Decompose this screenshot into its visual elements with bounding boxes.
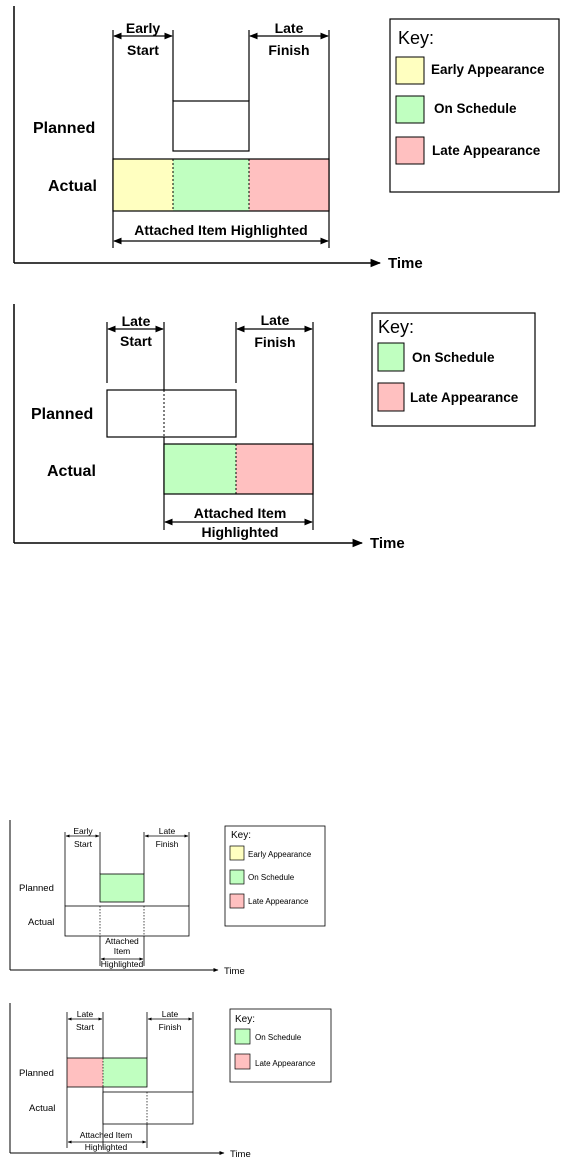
key-label-on-schedule: On Schedule [255,1033,302,1042]
diagram-3: Time Early Start Late Finish Planned Act… [9,820,326,977]
top-right-label-2: Finish [254,334,295,350]
time-label: Time [230,1149,251,1160]
highlight-label-2: Highlighted [85,1142,128,1152]
key-label-late: Late Appearance [410,390,519,405]
highlight-label-1: Attached [105,936,139,946]
top-left-label-2: Start [127,42,159,58]
key-label-early: Early Appearance [248,850,312,859]
actual-label: Actual [48,178,97,195]
highlight-label-3: Highlighted [101,959,144,969]
planned-bar-outline [66,1057,148,1088]
actual-early-segment [113,159,173,211]
key-swatch-on-schedule [234,1028,251,1045]
diagram-2: Time Late Start Late Finish Planned Actu… [13,304,536,552]
key-title: Key: [231,830,251,841]
planned-label: Planned [31,406,93,423]
key-box: Key: On Schedule Late Appearance [371,312,536,427]
top-left-label-1: Late [122,313,151,329]
actual-bar-outline [112,158,330,212]
planned-on-schedule-segment [103,1058,147,1087]
actual-label: Actual [47,463,96,480]
key-label-on-schedule: On Schedule [248,873,295,882]
planned-bar [106,389,237,438]
time-label: Time [370,535,405,552]
time-label: Time [388,255,423,272]
key-swatch-on-schedule [395,95,425,124]
key-box: Key: On Schedule Late Appearance [229,1008,332,1083]
highlight-label: Attached Item Highlighted [134,222,307,238]
key-title: Key: [398,28,434,48]
actual-bar-outline [163,443,314,495]
top-right-label-1: Late [275,20,304,36]
actual-bar [102,1091,194,1125]
top-left-label-2: Start [74,839,93,849]
top-right-label-1: Late [261,312,290,328]
key-swatch-on-schedule [377,342,405,372]
planned-label: Planned [19,1068,54,1079]
key-swatch-late [395,136,425,165]
highlight-label-2: Item [114,946,131,956]
actual-late-segment [249,159,329,211]
top-right-label-2: Finish [156,839,179,849]
planned-bar [99,873,145,903]
top-left-label-1: Late [77,1009,94,1019]
top-right-label-1: Late [159,826,176,836]
key-swatch-on-schedule [229,869,245,885]
planned-bar [172,100,250,152]
key-label-late: Late Appearance [255,1059,316,1068]
top-left-label-1: Early [73,826,93,836]
actual-on-schedule-segment [173,159,249,211]
key-title: Key: [378,317,414,337]
highlight-label-1: Attached Item [194,505,287,521]
highlight-label-1: Attached Item [80,1130,132,1140]
actual-late-segment [236,444,313,494]
key-swatch-late [234,1053,251,1070]
top-left-label-2: Start [76,1022,95,1032]
key-box: Key: Early Appearance On Schedule Late A… [224,825,326,927]
key-label-late: Late Appearance [432,143,541,158]
top-right-label-2: Finish [268,42,309,58]
top-right-label-1: Late [162,1009,179,1019]
highlight-label-2: Highlighted [202,524,279,540]
key-swatch-late [229,893,245,909]
actual-label: Actual [28,917,54,928]
key-swatch-late [377,382,405,412]
planned-late-segment [67,1058,103,1087]
actual-label: Actual [29,1103,55,1114]
planned-label: Planned [19,883,54,894]
diagram-1: Time Early Start Late Finish Planned Act… [13,6,560,272]
top-right-label-2: Finish [159,1022,182,1032]
key-swatch-early [229,845,245,861]
actual-on-schedule-segment [164,444,236,494]
top-left-label-2: Start [120,333,152,349]
key-title: Key: [235,1014,255,1025]
top-left-label-1: Early [126,20,160,36]
key-swatch-early [395,56,425,85]
key-label-on-schedule: On Schedule [434,101,517,116]
actual-bar [64,905,190,937]
key-label-on-schedule: On Schedule [412,350,495,365]
time-label: Time [224,966,245,977]
key-label-early: Early Appearance [431,62,545,77]
planned-label: Planned [33,120,95,137]
key-label-late: Late Appearance [248,897,309,906]
key-box: Key: Early Appearance On Schedule Late A… [389,18,560,193]
diagram-4: Time Late Start Late Finish Planned Actu… [9,1003,332,1160]
